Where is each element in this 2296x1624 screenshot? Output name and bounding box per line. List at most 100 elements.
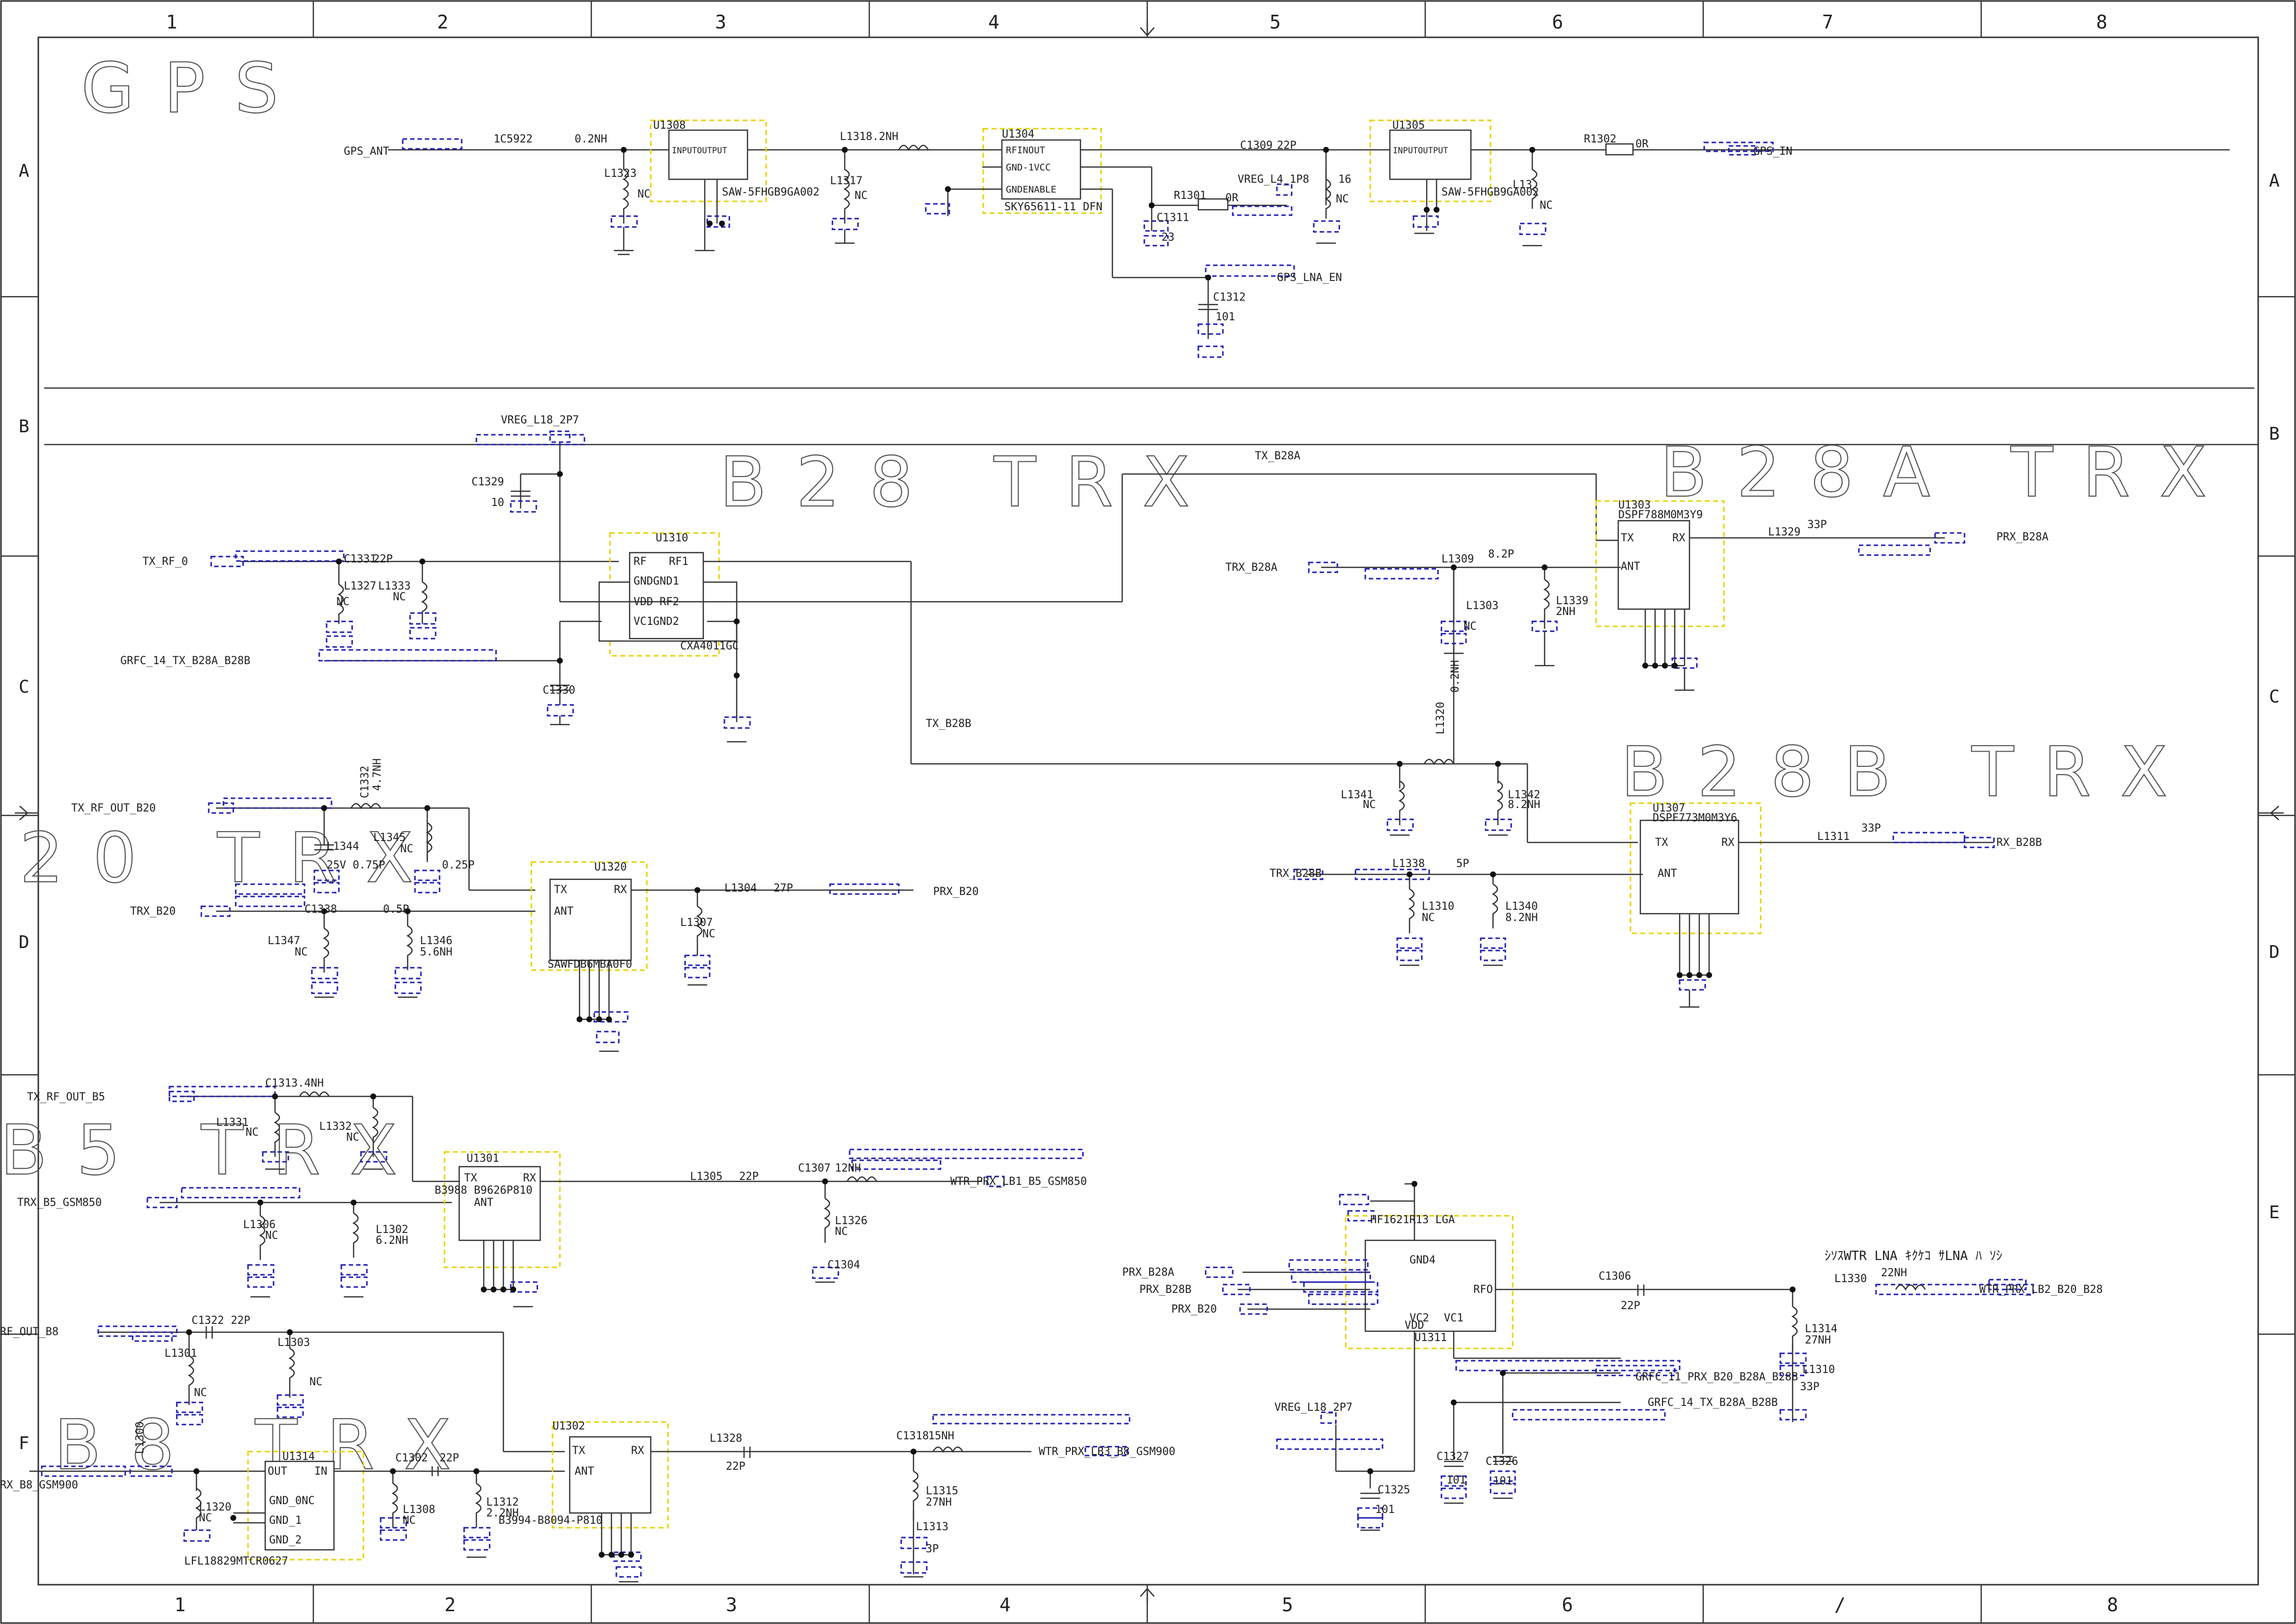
pin-vdd: VDD [1405, 1319, 1424, 1332]
val-22p: 22P [373, 553, 393, 565]
pin-ant: ANT [554, 905, 574, 918]
ref-c1331: C1331 [344, 553, 376, 565]
ref-l1333: L1333 [378, 580, 411, 592]
val-27nh: 27NH [1805, 1334, 1831, 1346]
grid-row-labels: A B C D F A B C D E [19, 161, 2280, 1454]
ref-l1312: L1312 [486, 1496, 519, 1509]
ref-u1307: U1307 [1653, 802, 1685, 814]
pin-gnd-gnd1: GNDGND1 [634, 575, 679, 588]
b20-circuit [200, 797, 913, 1052]
ref-l1319: L13 [1513, 179, 1532, 191]
ref-l1327: L1327 [344, 580, 376, 592]
col-label: 6 [1552, 11, 1563, 33]
ref-u1302: U1302 [553, 1420, 585, 1432]
part-cxa: CXA4011GC [680, 640, 739, 652]
col-label: 3 [726, 1594, 737, 1616]
val-101: 101 [1493, 1475, 1513, 1487]
val-15nh: 15NH [928, 1430, 954, 1442]
val-27nh: 27NH [926, 1496, 952, 1509]
val-12nh: 12NH [835, 1162, 861, 1175]
gps-labels: GPS_ANT 1C5922 0.2NH U1308 INPUTOUTPUT S… [344, 119, 1792, 323]
ref-l1346: L1346 [420, 935, 452, 947]
ref-l1313: L1313 [916, 1521, 948, 1533]
ref-u1320: U1320 [594, 861, 627, 873]
ref-l1310: L1310 [1422, 900, 1454, 913]
col-label: 5 [1282, 1594, 1293, 1616]
ref-u1304: U1304 [1002, 128, 1034, 140]
ref-l1331: L1331 [216, 1117, 249, 1129]
col-label: 4 [988, 11, 999, 33]
lna-circuit [1205, 1181, 2034, 1531]
ref-c1338: C1338 [304, 903, 337, 916]
val-nc: NC [1540, 199, 1553, 212]
ref-u1303: U1303 [1618, 499, 1651, 511]
net-wtr-b8: WTR_PRX_LB3_B8_GSM900 [1039, 1446, 1175, 1458]
row-label: D [19, 932, 29, 952]
ref-l1310b: L1310 [1802, 1364, 1835, 1376]
net-gps-lna-en: GPS_LNA_EN [1277, 272, 1342, 284]
net-vreg-l4: VREG_L4_1P8 [1238, 173, 1309, 186]
ref-l1328: L1328 [710, 1432, 742, 1445]
ref-l1316: 16 [1338, 173, 1352, 186]
section-titles: GPS B28 TRX B28A TRX B28B TRX 20 TRX B5 … [0, 48, 2236, 1486]
pin-in: IN [314, 1465, 328, 1478]
pin-vc1: VC1 [1444, 1312, 1464, 1324]
pin-rf: RF [634, 556, 647, 568]
val-0r: 0R [1225, 192, 1239, 204]
ref-l1338: L1338 [1392, 858, 1425, 870]
val-3p: 3P [926, 1543, 939, 1555]
ref-c1311: C1311 [1157, 212, 1189, 224]
ref-l1308: L1308 [403, 1504, 435, 1516]
row-label: B [19, 417, 29, 437]
ref-l1303: L1303 [1466, 600, 1498, 612]
val-0-5p: 0.5P [383, 903, 409, 916]
val-5-6nh: 5.6NH [420, 946, 452, 958]
pin-tx: TX [464, 1172, 477, 1184]
val-2-2nh: 2.2NH [486, 1507, 519, 1519]
col-label: 6 [1562, 1594, 1573, 1616]
col-label: 8 [2107, 1594, 2118, 1616]
net-grfc11: GRFC_11_PRX_B20_B28A_B28B [1635, 1371, 1798, 1383]
part-b9626: B9626P810 [474, 1184, 532, 1197]
row-label: D [2269, 942, 2280, 962]
ref-l1301: L1301 [165, 1347, 197, 1360]
ref-l1318: L1318.2NH [840, 131, 898, 143]
val-nc: NC [1422, 912, 1435, 924]
pin-io: INPUTOUTPUT [1393, 146, 1448, 156]
pin-rf1: RF1 [669, 556, 689, 568]
ref-u1301: U1301 [467, 1152, 499, 1165]
net-tx-b28b: TX_B28B [926, 718, 971, 730]
val-27p: 27P [774, 882, 793, 895]
pin-rx: RX [1721, 837, 1735, 849]
ref-l1329: L1329 [1768, 526, 1800, 538]
val-0-75p: 25V 0.75P [327, 859, 385, 871]
val-33p: 33P [1800, 1381, 1820, 1393]
ref-l1341: L1341 [1341, 789, 1373, 801]
val-6-2nh: 6.2NH [376, 1234, 408, 1247]
b28a-labels: U1303 DSPF788M0M3Y9 TX RX ANT L1329 33P … [1225, 499, 2048, 811]
ref-u1308: U1308 [653, 119, 686, 132]
val-nc: NC [702, 928, 716, 940]
section-title-b28a: B28A TRX [1660, 433, 2236, 513]
ref-c1330: C1330 [543, 684, 575, 697]
net-vreg-l18b: VREG_L18_2P7 [1274, 1401, 1353, 1414]
lna-labels: HF1621R13 LGA GND4 RFO VC2 VC1 VDD U1311… [1122, 1214, 2103, 1516]
ref-u1305: U1305 [1392, 119, 1425, 132]
val-nc: NC [1464, 620, 1477, 633]
net-grfc14: GRFC_14_TX_B28A_B28B [120, 655, 250, 667]
pin-tx: TX [1621, 532, 1634, 544]
ref-c1318: C1318 [896, 1430, 929, 1442]
col-label: 5 [1270, 11, 1281, 33]
b8-circuit [29, 1325, 1131, 1583]
pin-vc1-gnd2: VC1GND2 [634, 616, 679, 628]
pin-rx: RX [1672, 532, 1686, 544]
ref-c1322: C1322 [192, 1315, 224, 1327]
val-22p: 22P [231, 1315, 250, 1327]
val-33p: 33P [1807, 519, 1827, 531]
b28-labels: VREG_L18_2P7 C1329 10 TX_RF_0 C1331 22P … [120, 414, 1300, 730]
ref-l1314: L1314 [1805, 1323, 1837, 1335]
val-nc: NC [393, 591, 406, 603]
val-8-2nh: 8.2NH [1505, 912, 1538, 924]
part-b3994: B3994-B8094-P810 [498, 1514, 603, 1527]
part-dsp1: DSPF788M0M3Y9 [1618, 509, 1703, 521]
